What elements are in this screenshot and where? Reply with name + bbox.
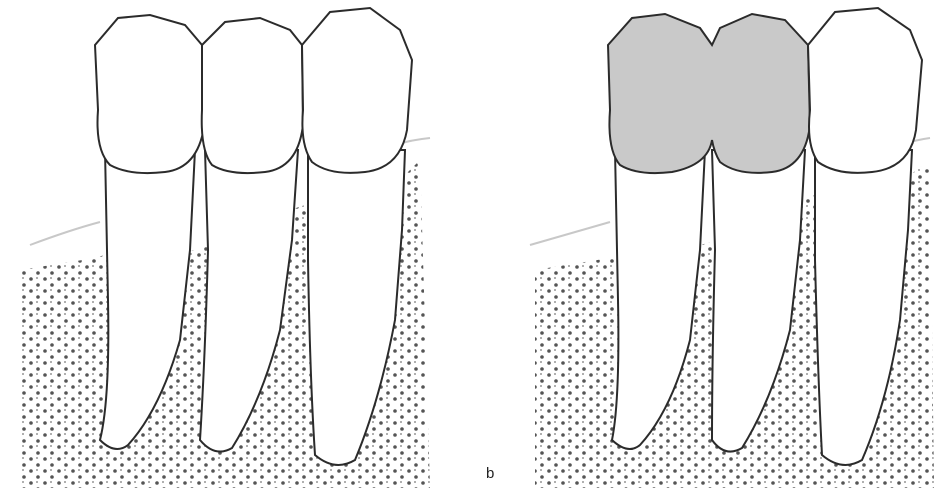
tooth-crown: [302, 8, 412, 173]
tooth-crown: [808, 8, 922, 173]
tooth-crown: [202, 18, 303, 173]
right-panel: [530, 8, 934, 488]
splinted-crown: [608, 14, 810, 173]
left-panel: [20, 8, 430, 488]
panel-label-b: b: [486, 465, 494, 482]
tooth-crown: [95, 15, 205, 173]
